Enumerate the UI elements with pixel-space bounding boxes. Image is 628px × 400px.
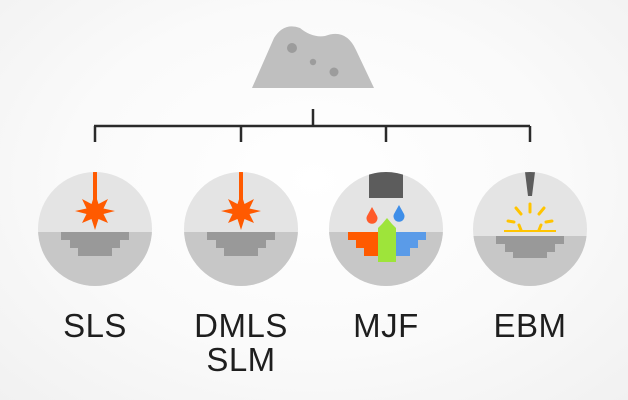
label-dmls-slm: DMLS SLM xyxy=(171,309,311,377)
laser-melting-icon xyxy=(184,172,298,286)
label-ebm: EBM xyxy=(460,309,600,343)
powder-pile-icon xyxy=(252,26,374,88)
label-mjf-line-1: MJF xyxy=(353,307,419,344)
label-dmls-line-1: DMLS xyxy=(194,307,288,344)
label-sls-line-1: SLS xyxy=(63,307,127,344)
label-ebm-line-1: EBM xyxy=(493,307,567,344)
electron-beam-icon xyxy=(473,172,587,286)
laser-sintering-icon xyxy=(38,172,152,286)
multi-jet-fusion-icon xyxy=(329,172,443,286)
tree-connector xyxy=(93,109,532,142)
label-mjf: MJF xyxy=(316,309,456,343)
label-dmls-line-2: SLM xyxy=(206,341,276,378)
label-sls: SLS xyxy=(25,309,165,343)
